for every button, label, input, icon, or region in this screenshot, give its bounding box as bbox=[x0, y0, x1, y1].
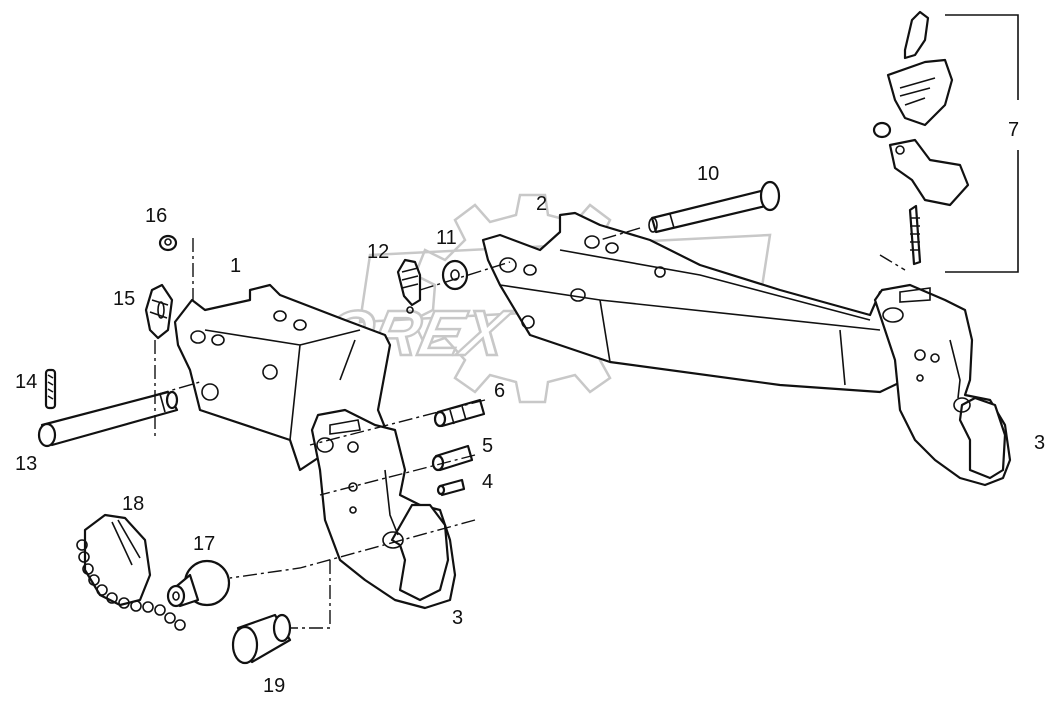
part-4-bushing bbox=[436, 478, 466, 497]
callout-11: 11 bbox=[436, 227, 457, 249]
part-17-ball-joint bbox=[166, 559, 231, 608]
callout-17: 17 bbox=[193, 533, 215, 555]
callout-15: 15 bbox=[113, 288, 135, 310]
part-7-latch-assembly bbox=[872, 10, 970, 266]
callout-6: 6 bbox=[494, 380, 505, 402]
part-6-bushing bbox=[433, 398, 486, 428]
callout-3-right: 3 bbox=[1034, 432, 1045, 454]
callouts: 1 2 3 3 4 5 6 7 10 11 12 13 14 15 16 17 … bbox=[15, 119, 1045, 697]
part-14-roll-pin bbox=[44, 368, 57, 410]
assembly-center-lines bbox=[154, 227, 906, 629]
callout-18: 18 bbox=[122, 493, 144, 515]
part-7-bracket-line bbox=[945, 14, 1019, 273]
callout-4: 4 bbox=[482, 471, 493, 493]
part-2-right-lift-arm bbox=[481, 211, 907, 394]
callout-3-left: 3 bbox=[452, 607, 463, 629]
callout-14: 14 bbox=[15, 371, 37, 393]
callout-1: 1 bbox=[230, 255, 241, 277]
part-16-nut bbox=[158, 234, 178, 252]
part-18-chain-cap bbox=[76, 513, 186, 631]
callout-16: 16 bbox=[145, 205, 167, 227]
part-3-right-hook bbox=[873, 283, 1012, 487]
part-10-bolt bbox=[648, 180, 781, 234]
part-13-pin bbox=[37, 390, 179, 448]
callout-13: 13 bbox=[15, 453, 37, 475]
callout-19: 19 bbox=[263, 675, 285, 697]
callout-10: 10 bbox=[697, 163, 719, 185]
part-15-clip bbox=[144, 283, 174, 340]
part-5-bushing bbox=[431, 444, 474, 472]
callout-7: 7 bbox=[1008, 119, 1019, 141]
callout-12: 12 bbox=[367, 241, 389, 263]
part-12-spring-clip bbox=[396, 258, 422, 314]
part-11-washer bbox=[441, 259, 469, 291]
callout-5: 5 bbox=[482, 435, 493, 457]
callout-2: 2 bbox=[536, 193, 547, 215]
part-19-sleeve bbox=[231, 613, 292, 665]
chain-links bbox=[76, 539, 186, 631]
part-3-left-hook bbox=[310, 408, 457, 610]
